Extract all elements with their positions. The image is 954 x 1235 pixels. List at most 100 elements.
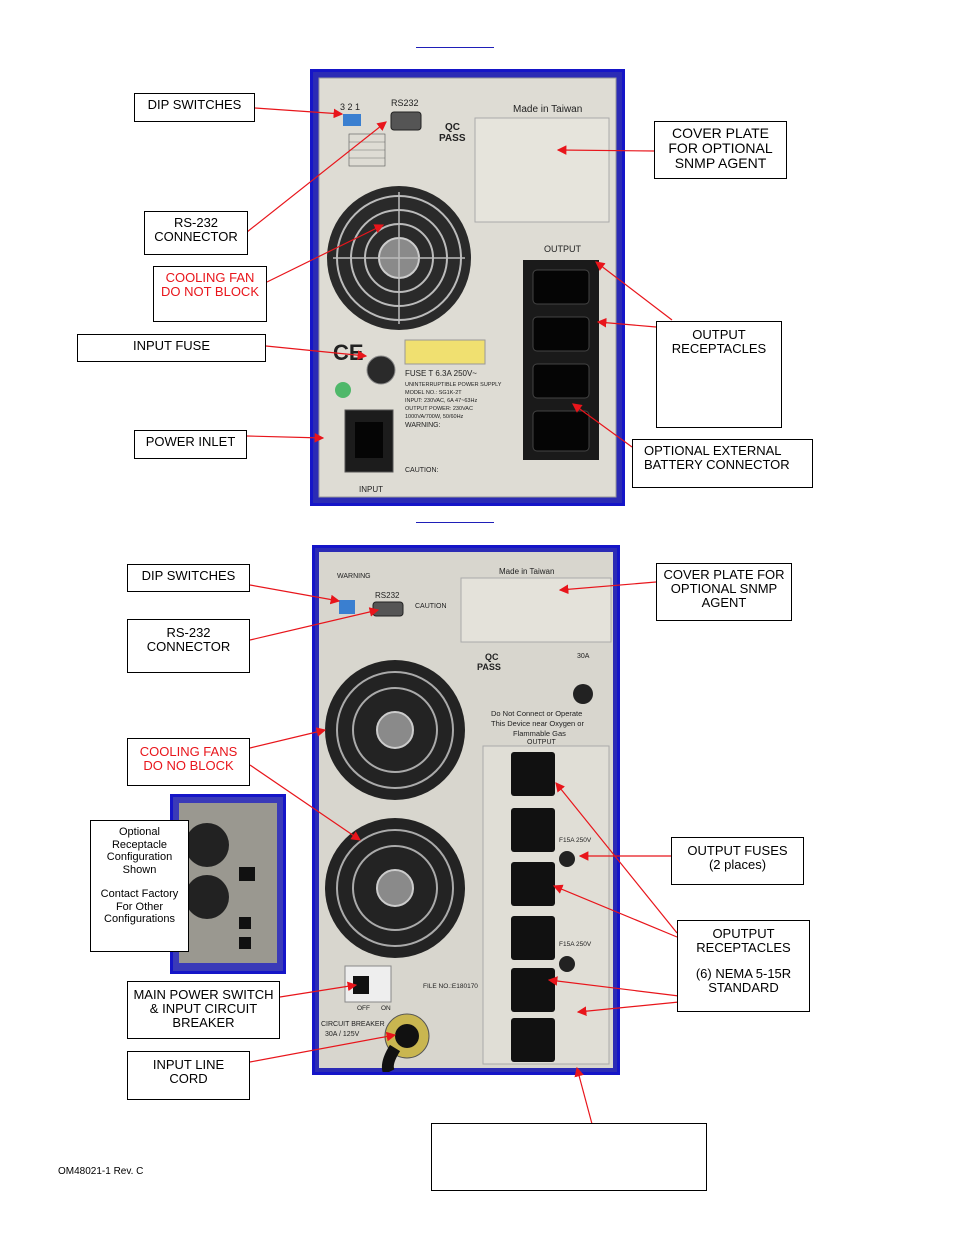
f1-caution: CAUTION: [405,467,439,474]
f2-callout-empty-note [431,1123,707,1191]
f2-config-line8: Configurations [104,913,175,925]
f2-breaker-rating: 30A [577,653,590,660]
f2-callout-main-switch: MAIN POWER SWITCH & INPUT CIRCUIT BREAKE… [127,981,280,1039]
f1-callout-cover-plate: COVER PLATE FOR OPTIONAL SNMP AGENT [654,121,787,179]
f1-callout-cover-line2: FOR OPTIONAL [668,140,773,156]
f2-callout-dip-switches: DIP SWITCHES [127,564,250,592]
f2-fuses-line1: OUTPUT FUSES [687,843,788,858]
f1-callout-battery-line2: BATTERY CONNECTOR [644,457,790,472]
f2-callout-fans-line2: DO NO BLOCK [143,758,234,773]
f1-model: MODEL NO.: SG1K-2T [405,390,462,396]
f2-callout-dip-text: DIP SWITCHES [141,568,236,583]
f2-arrow-bottom [574,1066,593,1125]
f1-callout-rs232: RS-232 CONNECTOR [144,211,248,255]
f2-output-label: OUTPUT [527,739,557,746]
f1-callout-cover-line1: COVER PLATE [672,125,769,141]
f2-switch-line1: MAIN POWER SWITCH [133,987,274,1002]
f2-qc: QC [485,652,499,662]
f2-switch-line3: BREAKER [172,1015,235,1030]
f1-made-in: Made in Taiwan [513,104,582,115]
f1-rs232-label: RS232 [391,98,419,108]
f2-callout-input-line-cord: INPUT LINE CORD [127,1051,250,1100]
f1-callout-dip-text: DIP SWITCHES [147,97,242,112]
f1-callout-cover-line3: SNMP AGENT [674,155,767,171]
f2-cover-line1: COVER PLATE FOR [663,567,785,582]
f2-rs232-port [372,601,404,617]
f1-ups-label: UNINTERRUPTIBLE POWER SUPPLY [405,382,502,388]
f2-circuit-breaker-label: CIRCUIT BREAKER [321,1021,385,1028]
f1-ce-mark: CE [333,340,364,365]
document-footer: OM48021-1 Rev. C [58,1166,144,1177]
f2-fuse2-label: F15A 250V [559,941,592,948]
f2-receptacle-1 [511,752,555,796]
f2-output-fuse-2 [559,956,575,972]
f2-receptacle-6 [511,1018,555,1062]
f1-callout-fuse-text: INPUT FUSE [132,338,211,353]
f1-callout-dip-switches: DIP SWITCHES [134,93,255,122]
f2-oxygen-warning-2: This Device near Oxygen or [491,719,584,728]
f2-receptacle-5 [511,968,555,1012]
f1-callout-inlet-text: POWER INLET [145,434,236,449]
f2-pass: PASS [477,662,501,672]
f1-pass: PASS [439,133,466,144]
f2-callout-rs232: RS-232 CONNECTOR [127,619,250,673]
f2-warning: WARNING [337,573,371,580]
f2-caution: CAUTION [415,603,447,610]
f2-receptacle-4 [511,916,555,960]
f2-fuse1-label: F15A 250V [559,837,592,844]
figure2-photo: WARNING RS232 CAUTION Made in Taiwan QC … [312,545,620,1075]
f2-receptacle-3 [511,862,555,906]
f1-output-spec: OUTPUT POWER: 230VAC [405,406,473,412]
f2-rec-line1: OPUTPUT [712,926,775,941]
f1-warning: WARNING: [405,422,441,429]
f1-callout-input-fuse: INPUT FUSE [77,334,266,362]
f2-inset-ups [173,797,283,971]
f2-on: ON [381,1005,391,1012]
f2-config-line7: For Other [115,900,164,913]
f1-input-fuse-holder [366,355,396,385]
f1-callout-cooling-fan: COOLING FAN DO NOT BLOCK [153,266,267,322]
f1-callout-fan-line1: COOLING FAN [165,270,255,285]
f1-snmp-cover-plate [474,117,610,223]
f1-rs232-port [390,111,422,131]
f1-callout-power-inlet: POWER INLET [134,430,247,459]
f2-fuses-line2: (2 places) [708,857,767,872]
f2-cord-line2: CORD [169,1071,208,1086]
f1-callout-rs232-line2: CONNECTOR [154,229,238,244]
f2-cover-line3: AGENT [701,595,747,610]
f1-serial-label [404,339,486,365]
f2-receptacle-2 [511,808,555,852]
f2-rs232-label: RS232 [375,591,400,600]
f2-output-fuse-1 [559,851,575,867]
f2-callout-cover-plate: COVER PLATE FOR OPTIONAL SNMP AGENT [656,563,792,621]
f2-made-in: Made in Taiwan [499,567,554,576]
f1-callout-fan-line2: DO NOT BLOCK [160,284,259,299]
f2-file-no: FILE NO.:E180170 [423,983,478,990]
f2-rec-line4: (6) NEMA 5-15R [695,966,792,981]
f2-config-line6: Contact Factory [100,888,179,900]
f1-rating: 1000VA/700W, 50/60Hz [405,414,464,420]
f2-oxygen-warning-1: Do Not Connect or Operate [491,709,582,718]
figure2-title-underline [416,522,494,523]
f2-config-line3: Configuration [106,851,173,863]
f1-callout-battery-line1: OPTIONAL EXTERNAL [644,443,782,458]
f2-callout-fans-line1: COOLING FANS [139,744,238,759]
f1-dip-numbers: 3 2 1 [340,102,360,112]
f2-cover-line2: OPTIONAL SNMP [670,581,778,596]
figure1-title-underline [416,47,494,48]
f2-config-line2: Receptacle [111,838,168,851]
f1-output-label: OUTPUT [544,244,582,254]
f2-callout-optional-config: Optional Receptacle Configuration Shown … [90,820,189,952]
figure1-photo: 3 2 1 RS232 QC PASS Made in Taiwan OUTPU… [310,69,625,506]
f1-input-label: INPUT [359,485,383,494]
figure2-ups-rear-panel: WARNING RS232 CAUTION Made in Taiwan QC … [315,548,617,1072]
f2-cord-line1: INPUT LINE [152,1057,225,1072]
f2-dip-switch [339,600,355,614]
f1-callout-rs232-line1: RS-232 [173,215,219,230]
f1-callout-output-line1: OUTPUT [692,327,746,342]
f2-config-line4: Shown [122,863,157,876]
f2-switch-line2: & INPUT CIRCUIT [149,1001,258,1016]
figure1-ups-rear-panel: 3 2 1 RS232 QC PASS Made in Taiwan OUTPU… [313,72,622,503]
f1-green-sticker [335,382,351,398]
f2-callout-rs232-line2: CONNECTOR [146,639,231,654]
